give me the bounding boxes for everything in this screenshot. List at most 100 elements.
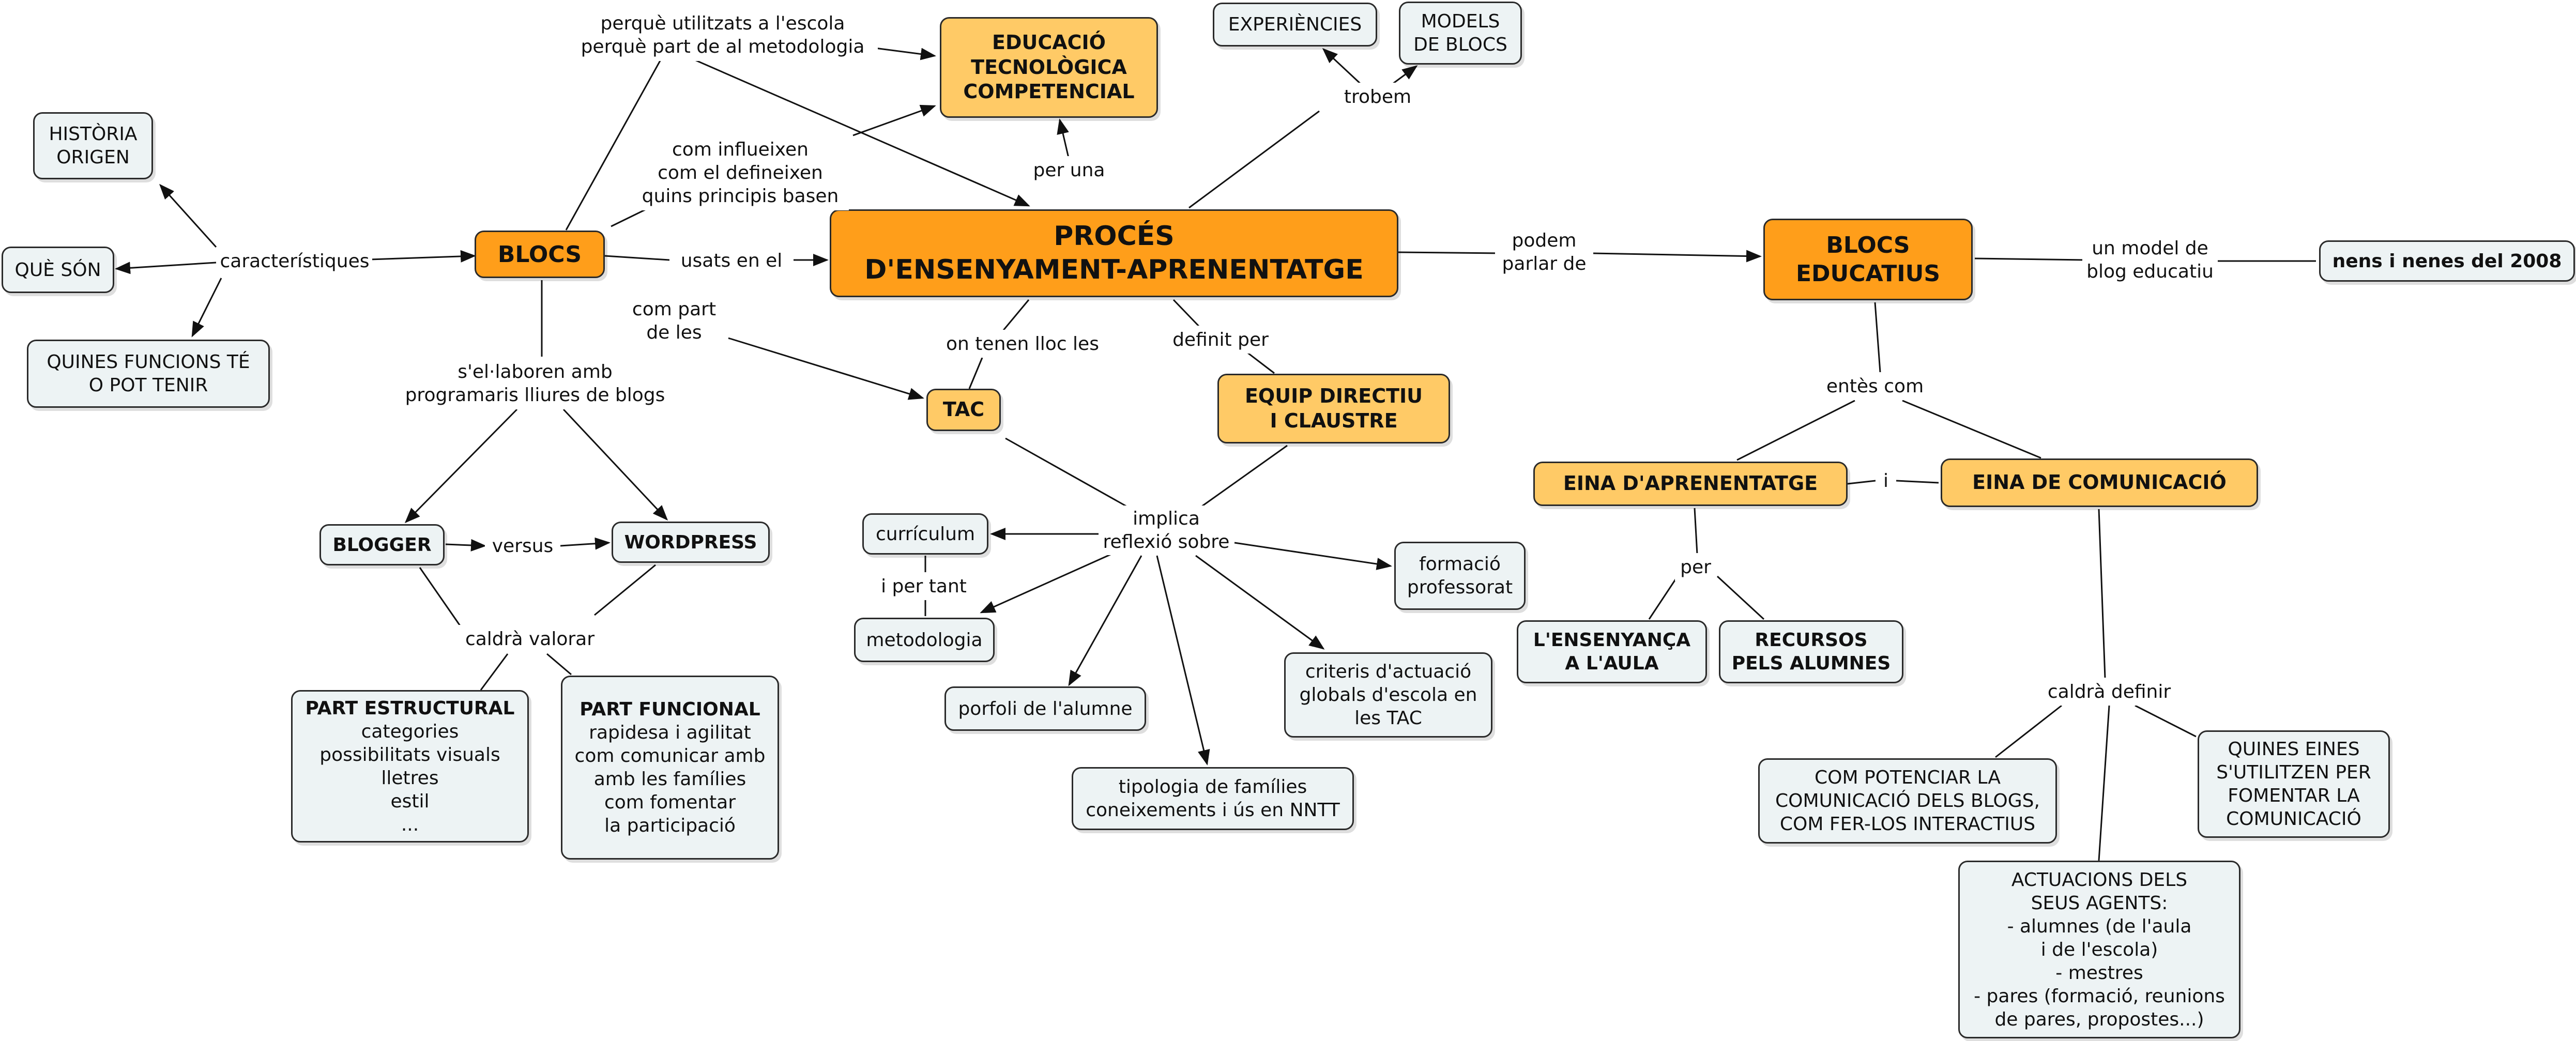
connector-line [1694, 508, 1698, 555]
text-line: COMUNICACIÓ DELS BLOGS, [1775, 790, 2040, 812]
node-wordpress[interactable]: WORDPRESS [612, 522, 770, 563]
node-tac[interactable]: TAC [926, 389, 1001, 431]
node-porfoli-alumne[interactable]: porfoli de l'alumne [944, 686, 1146, 731]
label-on-tenen-lloc: on tenen lloc les [935, 330, 1110, 358]
label-i-per-tant: i per tant [875, 572, 973, 600]
text-line: per [1680, 556, 1711, 578]
text-line: caldrà valorar [465, 628, 595, 650]
text-line: on tenen lloc les [946, 333, 1099, 355]
node-nens-i-nenes[interactable]: nens i nenes del 2008 [2319, 240, 2575, 282]
text-line: D'ENSENYAMENT-APRENENTATGE [864, 254, 1364, 285]
label-versus: versus [485, 532, 560, 560]
text-line: perquè part de al metodologia [581, 36, 865, 57]
text-line: TECNOLÒGICA [971, 55, 1127, 79]
text-line: categories [361, 721, 459, 742]
connector-line [1005, 437, 1127, 508]
label-definit-per: definit per [1162, 326, 1279, 354]
text-line: programaris lliures de blogs [405, 385, 665, 406]
node-eina-comunicacio[interactable]: EINA DE COMUNICACIÓ [1941, 458, 2258, 507]
text-line: rapidesa i agilitat [589, 722, 751, 743]
connector-arrow [852, 104, 936, 136]
text-line: versus [492, 535, 554, 557]
text-line: de les [646, 322, 702, 343]
text-line: nens i nenes del 2008 [2332, 250, 2562, 272]
label-usats-en-el: usats en el [669, 247, 794, 274]
connector-line [968, 357, 983, 389]
text-line: de pares, propostes...) [1994, 1008, 2204, 1030]
text-line: BLOCS [1826, 232, 1910, 258]
node-eina-aprenentatge[interactable]: EINA D'APRENENTATGE [1533, 462, 1848, 506]
connector-line [604, 255, 670, 261]
text-line: EINA D'APRENENTATGE [1563, 472, 1818, 495]
node-curriculum[interactable]: currículum [862, 513, 988, 555]
node-que-son[interactable]: QUÈ SÓN [2, 247, 114, 293]
text-line: COMUNICACIÓ [2226, 808, 2361, 830]
text-line: EINA DE COMUNICACIÓ [1972, 471, 2227, 494]
connector-line [1245, 350, 1275, 374]
text-line: QUINES EINES [2228, 739, 2360, 760]
text-line: BLOCS [497, 241, 582, 268]
text-line: entès com [1826, 375, 1924, 397]
text-line: FOMENTAR LA [2228, 785, 2360, 806]
connector-arrow [1234, 542, 1392, 570]
text-line: PELS ALUMNES [1731, 653, 1891, 674]
node-blocs[interactable]: BLOCS [475, 231, 605, 278]
connector-line [1736, 400, 1855, 461]
node-experiencies[interactable]: EXPERIÈNCIES [1213, 3, 1377, 47]
connector-arrow [871, 47, 936, 60]
text-line: QUINES FUNCIONS TÉ [47, 351, 250, 373]
text-line: QUÈ SÓN [14, 259, 101, 281]
text-line: COM FER-LOS INTERACTIUS [1779, 814, 2036, 835]
text-line: currículum [875, 523, 975, 545]
label-trobem: trobem [1337, 83, 1419, 111]
text-line: coneixements i ús en NNTT [1086, 800, 1340, 821]
label-caldra-valorar: caldrà valorar [452, 625, 607, 653]
text-line: COMPETENCIAL [963, 80, 1135, 103]
text-line: característiques [220, 250, 370, 272]
text-line: - pares (formació, reunions [1974, 985, 2225, 1007]
text-line: amb les famílies [593, 769, 746, 790]
connector-arrow [1057, 118, 1070, 158]
connector-line [1896, 480, 1939, 484]
connector-arrow [115, 262, 217, 274]
connector-arrow [445, 539, 486, 552]
connector-arrow [729, 338, 924, 400]
text-line: per una [1033, 159, 1105, 181]
node-metodologia[interactable]: metodologia [854, 618, 995, 662]
text-line: caldrà definir [2047, 681, 2171, 702]
connector-line [1398, 251, 1502, 254]
text-line: porfoli de l'alumne [958, 698, 1133, 719]
text-line: tipologia de famílies [1118, 776, 1307, 798]
text-line: professorat [1407, 577, 1513, 598]
text-line: - mestres [2055, 962, 2143, 984]
text-line: trobem [1344, 86, 1412, 108]
text-line: ORIGEN [56, 147, 130, 168]
text-line: com comunicar amb [574, 745, 766, 767]
connector-arrow [1195, 555, 1325, 650]
node-blogger[interactable]: BLOGGER [319, 524, 445, 565]
